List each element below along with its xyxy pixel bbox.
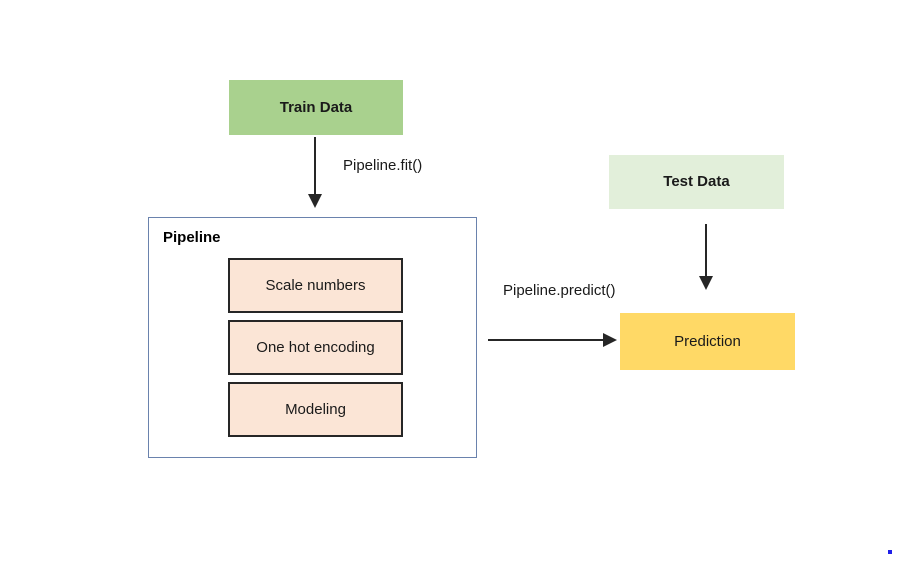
- pipeline-step-label: One hot encoding: [256, 339, 375, 356]
- pipeline-step-label: Modeling: [285, 401, 346, 418]
- node-train-data[interactable]: Train Data: [229, 80, 403, 135]
- pipeline-step-label: Scale numbers: [265, 277, 366, 294]
- node-test-data[interactable]: Test Data: [609, 155, 784, 209]
- corner-marker-dot: [888, 550, 892, 554]
- node-train-data-label: Train Data: [279, 98, 353, 116]
- node-test-data-label: Test Data: [663, 173, 730, 190]
- pipeline-step-scale-numbers[interactable]: Scale numbers: [228, 258, 403, 313]
- edge-label-pipeline-fit: Pipeline.fit(): [343, 157, 423, 174]
- node-pipeline-label: Pipeline: [163, 229, 221, 246]
- node-prediction[interactable]: Prediction: [620, 313, 795, 370]
- pipeline-step-one-hot-encoding[interactable]: One hot encoding: [228, 320, 403, 375]
- edge-label-pipeline-predict: Pipeline.predict(): [503, 282, 616, 299]
- node-prediction-label: Prediction: [674, 332, 741, 350]
- pipeline-step-modeling[interactable]: Modeling: [228, 382, 403, 437]
